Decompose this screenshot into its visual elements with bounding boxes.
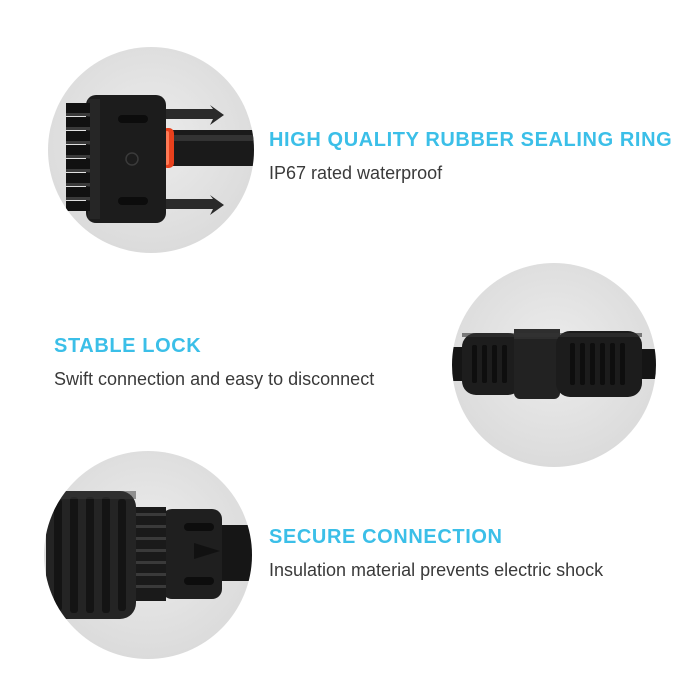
feature-title: SECURE CONNECTION	[269, 526, 503, 548]
feature-secure-connection: SECURE CONNECTION Insulation material pr…	[269, 527, 603, 579]
connector-nut-icon	[46, 491, 252, 619]
feature-description: Insulation material prevents electric sh…	[269, 560, 604, 580]
feature-stable-lock: STABLE LOCK Swift connection and easy to…	[54, 336, 374, 388]
connector-o-ring-icon	[66, 95, 254, 223]
feature-title: HIGH QUALITY RUBBER SEALING RING	[269, 129, 673, 151]
coupled-connector-icon	[452, 329, 656, 399]
connector-o-ring-photo	[48, 47, 254, 253]
feature-title: STABLE LOCK	[54, 335, 202, 357]
coupled-connector-photo	[452, 263, 656, 467]
feature-description: Swift connection and easy to disconnect	[54, 369, 375, 389]
feature-sealing-ring: HIGH QUALITY RUBBER SEALING RING IP67 ra…	[269, 130, 672, 182]
connector-nut-photo	[44, 451, 252, 659]
feature-description: IP67 rated waterproof	[269, 163, 443, 183]
